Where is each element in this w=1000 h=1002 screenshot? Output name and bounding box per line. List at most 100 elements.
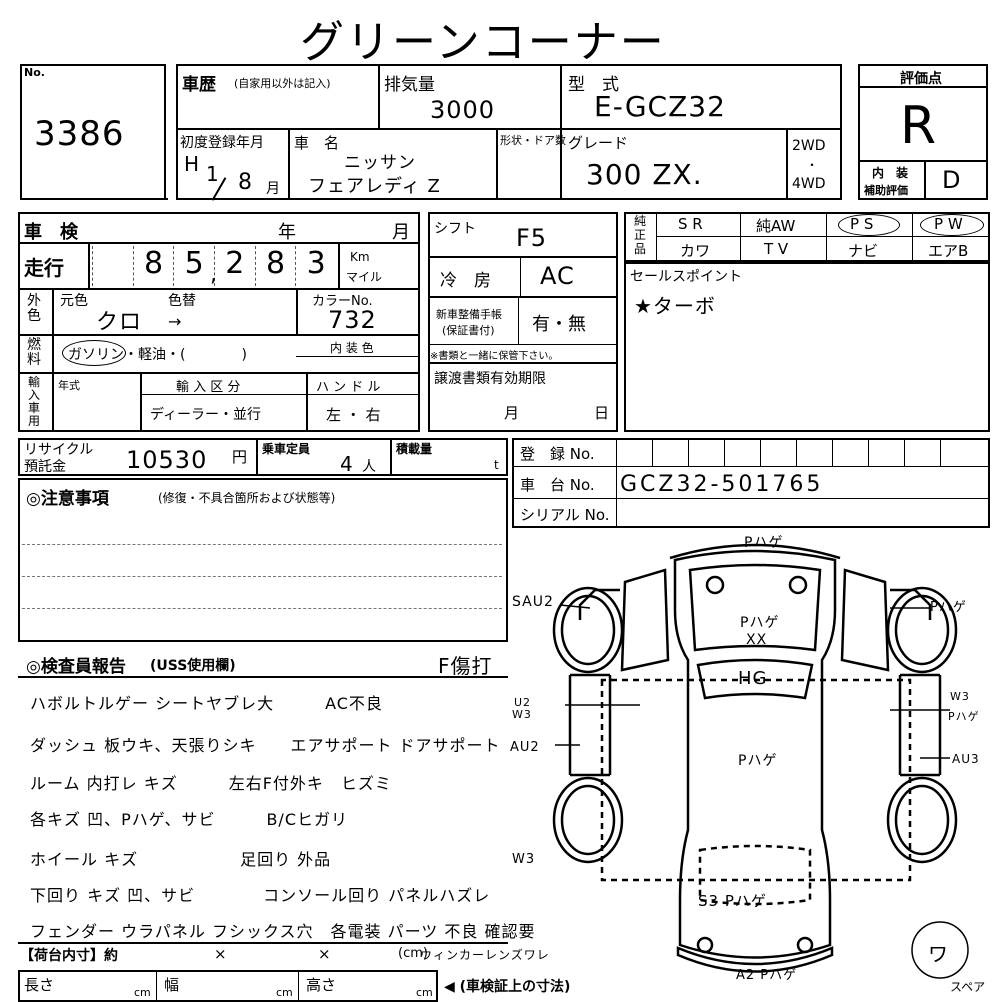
drive-4wd: 4WD [792, 176, 826, 192]
mileage-comma: , [210, 262, 218, 287]
wheel-front-left-inner [560, 594, 616, 666]
registration-label: 登 録 No. [520, 445, 595, 463]
load-unit: t [494, 458, 499, 472]
equip-tv: T V [764, 240, 789, 258]
headlight-right [788, 575, 808, 595]
diagram-top: Pハゲ [744, 535, 784, 551]
first-reg-label: 初度登録年月 [180, 135, 264, 151]
cargo-label: 【荷台内寸】約 [20, 948, 118, 964]
rating-value: R [900, 96, 938, 156]
chassis-value: GCZ32-501765 [620, 472, 824, 497]
car-windshield [696, 658, 814, 700]
headlight-left [705, 575, 725, 595]
mileage-unit-mile: マイル [346, 270, 383, 284]
inspector-line: 各キズ 凹、Pハゲ、サビ B/Cヒガリ [30, 810, 348, 829]
import-class-value: ディーラー・並行 [150, 407, 262, 423]
vehicle-info-grid [176, 64, 842, 200]
mileage-digit: 8 [132, 246, 174, 286]
recycle-label-2: 預託金 [24, 459, 66, 475]
dim-length-unit: cm [134, 986, 151, 999]
transfer-day: 日 [594, 404, 610, 422]
capacity-unit: 人 [362, 459, 376, 475]
manual-label-1: 新車整備手帳 [436, 308, 502, 321]
notes-line [22, 576, 502, 577]
displacement-value: 3000 [430, 96, 496, 124]
wheel-front-right-inner [894, 594, 950, 666]
recycle-value: 10530 [126, 446, 208, 474]
car-name-label: 車 名 [294, 134, 340, 152]
dim-height-unit: cm [416, 986, 433, 999]
sales-point-box [624, 262, 990, 432]
diagram-hood-2: XX [746, 632, 768, 648]
gasoline-circle [62, 340, 126, 366]
diagram-right-door: AU3 [952, 752, 980, 766]
page-title: グリーンコーナー [300, 17, 666, 68]
inspector-sub: (USS使用欄) [150, 658, 236, 674]
pointer-left-front [559, 604, 591, 609]
dimensions-box [18, 970, 438, 1002]
inspector-label: ◎検査員報告 [26, 657, 126, 677]
cargo-x2: × [318, 945, 331, 963]
diagram-left-rear: W3 [512, 852, 536, 867]
first-reg-month: 8 [238, 170, 253, 195]
diagram-bumper: A2 Pハゲ [736, 968, 798, 983]
car-maker-value: ニッサン [344, 153, 416, 173]
mileage-unit-km: Km [350, 250, 370, 264]
inspector-line: ホイール キズ 足回り 外品 [30, 850, 332, 869]
notes-label: ◎注意事項 [26, 489, 109, 509]
car-diagram [552, 543, 969, 979]
aircon-label: 冷 房 [440, 271, 491, 291]
interior-rating-value: D [942, 166, 962, 194]
dim-width-unit: cm [276, 986, 293, 999]
equipment-block [624, 212, 990, 262]
wheel-front-right [886, 586, 958, 674]
lot-number-label: No. [24, 66, 45, 79]
diagram-hood: Pハゲ [740, 615, 780, 631]
notes-sub: (修復・不具合箇所および状態等) [158, 491, 336, 505]
manual-note: ※書類と一緒に保管下さい。 [430, 351, 559, 362]
diagram-trunk: S3 Pハゲ [698, 892, 767, 910]
inspection-label: 車 検 [24, 222, 78, 243]
car-right-mirror [890, 588, 932, 620]
recycle-block [18, 438, 508, 476]
diagram-right-front: Pハゲ [930, 600, 967, 615]
handle-value: 左 ・ 右 [326, 406, 381, 424]
cargo-unit: (cm) [398, 946, 428, 961]
import-side-label: 輸入車用 [27, 375, 40, 428]
equip-airbag: エアB [928, 242, 969, 260]
dims-note: ◀ (車検証上の寸法) [444, 979, 571, 995]
sales-point-label: セールスポイント [630, 269, 742, 285]
inspector-line: 下回り キズ 凹、サビ コンソール回り パネルハズレ [30, 886, 491, 905]
notes-box [18, 478, 508, 642]
inspector-line: フェンダー ウラパネル フシックス穴 各電装 パーツ 不良 確認要 [30, 922, 536, 941]
inspector-line: ハボルトルゲー シートヤブレ大 AC不良 [30, 694, 383, 713]
capacity-value: 4 [340, 452, 354, 476]
grade-label: グレード [568, 134, 629, 152]
shift-value: F5 [516, 224, 548, 252]
car-right-side [898, 673, 942, 777]
history-label: 車歴 [182, 75, 216, 95]
pw-circle [920, 214, 984, 236]
interior-label-1: 内 装 [872, 166, 909, 180]
sales-point-value: ★ターボ [634, 294, 716, 318]
car-cabin [600, 678, 912, 882]
shift-label: シフト [434, 221, 476, 237]
car-front-bumper [669, 543, 841, 560]
car-name-value: フェアレディ Z [308, 176, 441, 197]
recycle-label-1: リサイクル [24, 442, 94, 458]
diagram-stamp: ワ [928, 942, 949, 966]
serial-label: シリアル No. [520, 506, 610, 524]
mileage-digit: 2 [214, 246, 255, 286]
displacement-label: 排気量 [384, 75, 435, 95]
load-label: 積載量 [396, 442, 433, 456]
color-no-label: カラーNo. [312, 294, 373, 309]
diagram-left-front: SAU2 [512, 594, 554, 610]
color-change-label: 色替 [168, 293, 196, 309]
diagram-left-door: AU2 [510, 740, 540, 755]
interior-color-label: 内 装 色 [330, 341, 374, 355]
shift-block [428, 212, 618, 432]
manual-value: 有・無 [532, 314, 586, 335]
mileage-digit: 5 [173, 246, 214, 286]
notes-line [22, 608, 502, 609]
inspection-year-label: 年 [278, 222, 296, 243]
